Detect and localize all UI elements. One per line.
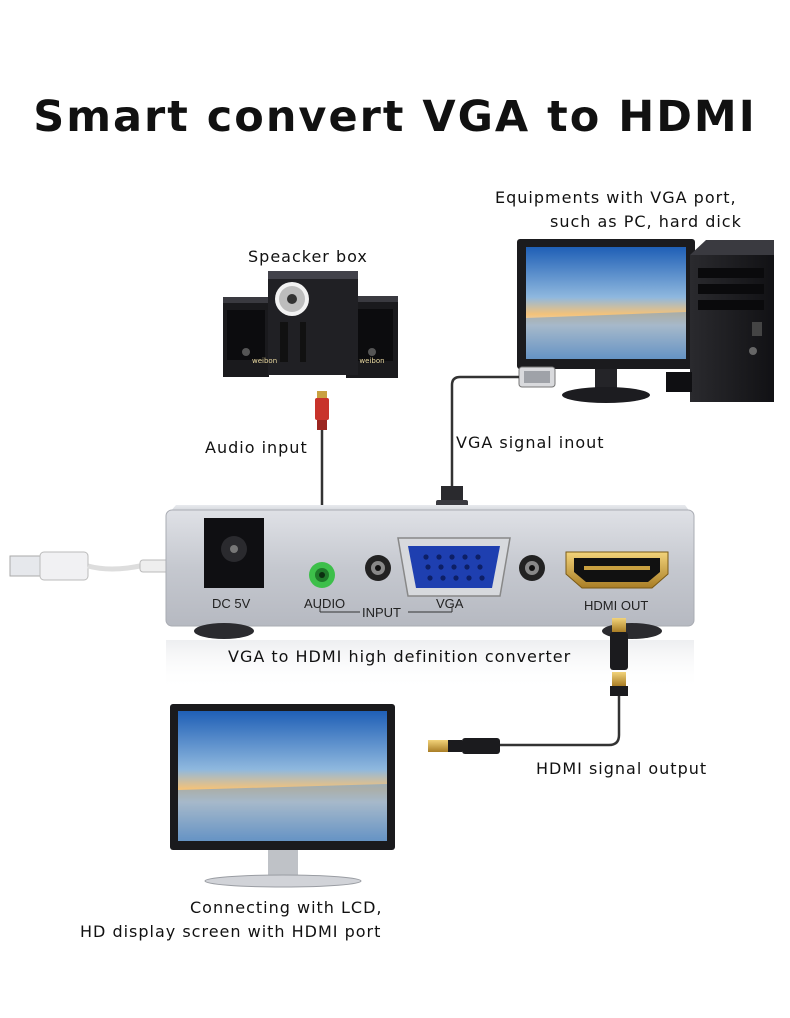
label-audio-input: Audio input (205, 438, 308, 457)
port-label-vga: VGA (436, 596, 464, 611)
dc-5v-port (204, 518, 264, 588)
label-hdmi-output: HDMI signal output (536, 759, 708, 778)
audio-port (309, 562, 335, 588)
speaker-box-image (223, 271, 398, 378)
converter-box (165, 505, 695, 690)
hdmi-cable (428, 618, 628, 754)
input-bracket (319, 607, 453, 613)
hdmi-out-port (565, 551, 669, 589)
label-vga-signal: VGA signal inout (456, 433, 605, 452)
pc-equipment-image (517, 239, 774, 403)
port-label-input: INPUT (362, 605, 401, 620)
screw-jack-right (519, 555, 545, 581)
label-equipments-line1: Equipments with VGA port, (495, 188, 737, 207)
label-speaker-box: Speacker box (248, 247, 368, 266)
port-label-audio: AUDIO (304, 596, 346, 611)
page-title: Smart convert VGA to HDMI (33, 92, 757, 142)
vga-port (397, 537, 511, 597)
port-label-dc: DC 5V (212, 596, 251, 611)
label-lcd-line1: Connecting with LCD, (190, 898, 383, 917)
label-equipments-line2: such as PC, hard dick (550, 212, 742, 231)
brand-logo-right: weibon (359, 357, 384, 365)
lcd-display-image (170, 704, 395, 888)
screw-jack-left (365, 555, 391, 581)
brand-logo-left: weibon (252, 357, 277, 365)
label-lcd-line2: HD display screen with HDMI port (80, 922, 382, 941)
label-converter: VGA to HDMI high definition converter (228, 647, 572, 666)
port-label-hdmi-out: HDMI OUT (584, 598, 649, 613)
